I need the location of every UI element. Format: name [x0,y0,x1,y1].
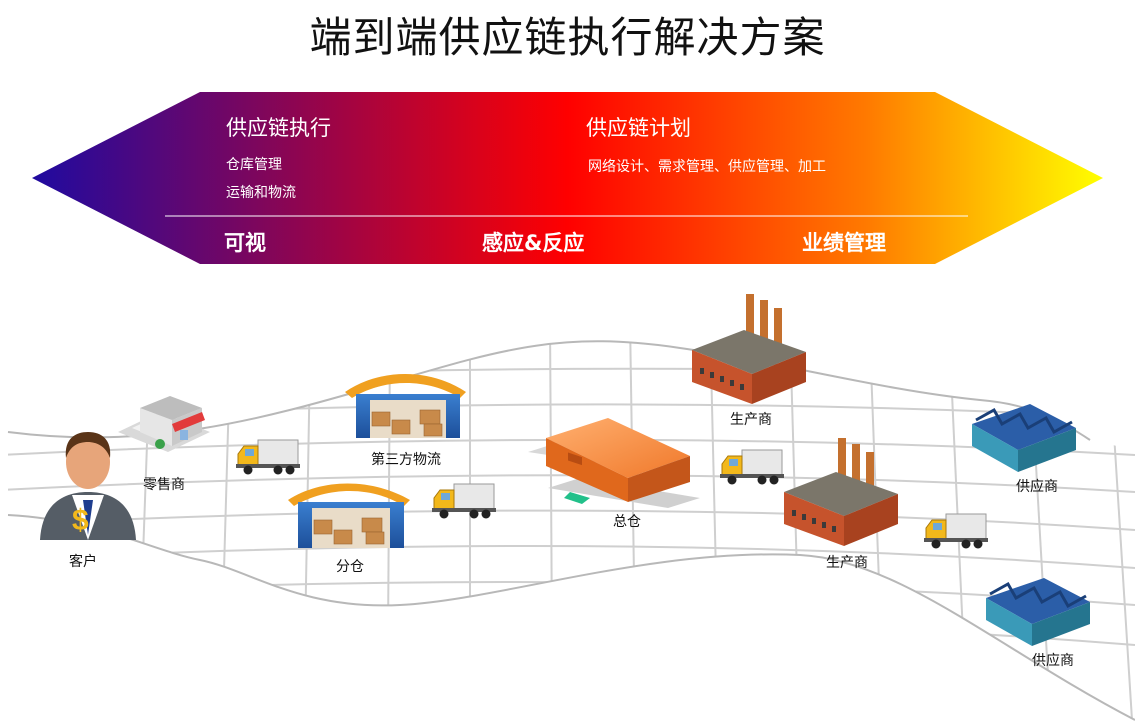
truck-icon [236,439,300,475]
supplier-top-icon [972,404,1076,472]
bottom-performance: 业绩管理 [802,231,886,255]
supplier-top-label: 供应商 [1016,479,1058,495]
retailer-store-icon [118,396,210,452]
customer-label: 客户 [69,554,97,570]
main-warehouse-icon [528,418,700,508]
supplier-bottom-label: 供应商 [1032,653,1074,669]
third-party-warehouse-icon [345,374,466,438]
truck-icon [924,513,988,549]
planning-items: 网络设计、需求管理、供应管理、加工 [588,159,826,175]
truck-icon [432,483,496,519]
retailer-label: 零售商 [143,477,185,493]
execution-item-warehouse: 仓库管理 [226,157,282,173]
main-warehouse-label: 总仓 [613,514,641,530]
producer-top-label: 生产商 [730,412,772,428]
truck-icon [720,449,784,485]
page-title: 端到端供应链执行解决方案 [309,13,826,62]
branch-warehouse-icon [288,483,410,548]
factory-bottom-icon [784,438,898,546]
bottom-sense-respond: 感应&反应 [482,231,585,255]
svg-text:$: $ [72,504,89,537]
trucks [236,439,988,549]
factory-top-icon [692,294,806,404]
third-party-label: 第三方物流 [371,452,441,468]
customer-icon: $ [40,432,136,540]
bottom-visibility: 可视 [224,231,266,255]
banner-arrow [32,92,1103,264]
execution-item-transport: 运输和物流 [226,185,296,201]
supplier-bottom-icon [986,578,1090,646]
execution-heading: 供应链执行 [226,116,331,140]
planning-heading: 供应链计划 [586,116,691,140]
branch-label: 分仓 [336,559,364,575]
producer-bottom-label: 生产商 [826,555,868,571]
